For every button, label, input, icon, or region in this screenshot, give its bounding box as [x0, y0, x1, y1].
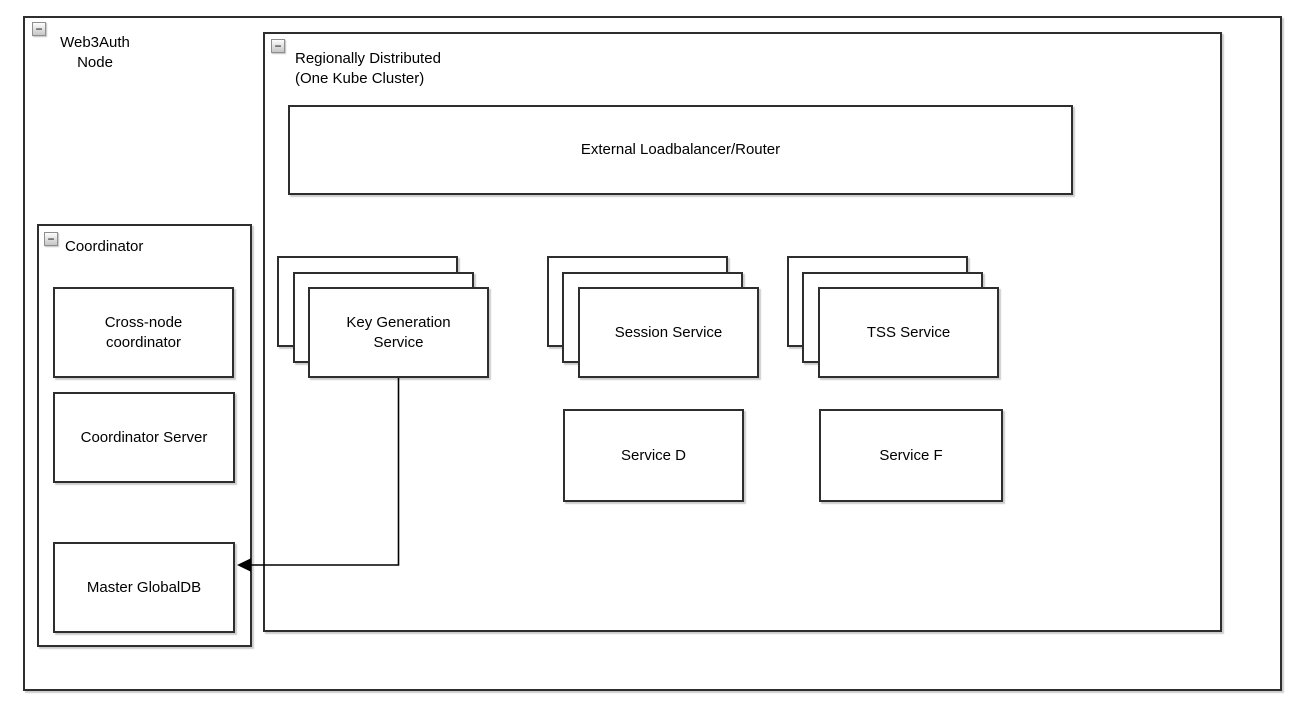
node-label: Session Service	[614, 323, 723, 341]
group-coordinator-label: Coordinator	[65, 238, 144, 255]
node-master-globaldb[interactable]: Master GlobalDB	[53, 542, 235, 633]
collapse-icon[interactable]: −	[44, 232, 58, 246]
node-label: TSS Service	[866, 323, 951, 341]
collapse-icon[interactable]: −	[32, 22, 46, 36]
group-web3auth-node-label: Web3Auth Node	[60, 34, 130, 71]
node-label: Key Generation Service	[346, 313, 451, 351]
node-coordinator-server[interactable]: Coordinator Server	[53, 392, 235, 483]
node-label: External Loadbalancer/Router	[580, 141, 781, 158]
node-label: Master GlobalDB	[86, 578, 202, 596]
node-session-service[interactable]: Session Service	[578, 287, 759, 378]
node-tss-service[interactable]: TSS Service	[818, 287, 999, 378]
node-label: Service F	[879, 446, 943, 464]
node-service-d[interactable]: Service D	[563, 409, 744, 502]
node-external-loadbalancer[interactable]: External Loadbalancer/Router	[288, 105, 1073, 195]
node-cross-node-coordinator[interactable]: Cross-node coordinator	[53, 287, 234, 378]
node-label: Coordinator Server	[80, 428, 208, 446]
node-service-f[interactable]: Service F	[819, 409, 1003, 502]
node-key-generation-service[interactable]: Key Generation Service	[308, 287, 489, 378]
collapse-icon[interactable]: −	[271, 39, 285, 53]
node-label: Service D	[620, 446, 687, 464]
node-label: Cross-node coordinator	[104, 313, 183, 351]
group-regionally-distributed-label: Regionally Distributed (One Kube Cluster…	[295, 50, 441, 87]
